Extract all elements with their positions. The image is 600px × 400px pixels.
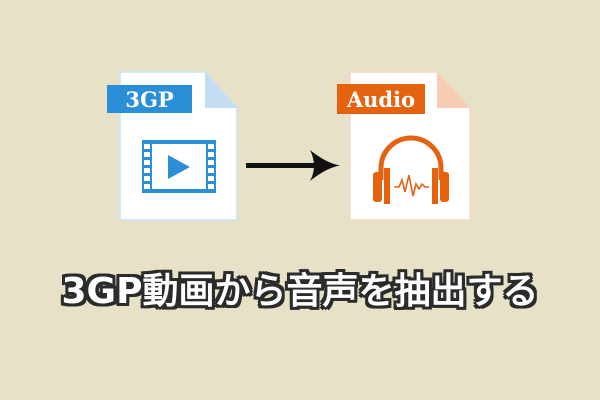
- page-title: 3GP動画から音声を抽出する: [61, 271, 539, 312]
- headphones-waveform-icon: [373, 135, 449, 204]
- source-format-label: 3GP: [125, 86, 174, 112]
- video-film-play-icon: [142, 140, 216, 193]
- audio-file-icon: [337, 71, 471, 221]
- file-illustrations: [107, 71, 471, 221]
- arrow-right-icon: [246, 150, 340, 181]
- video-file-icon: [107, 71, 238, 221]
- target-format-label: Audio: [346, 86, 416, 112]
